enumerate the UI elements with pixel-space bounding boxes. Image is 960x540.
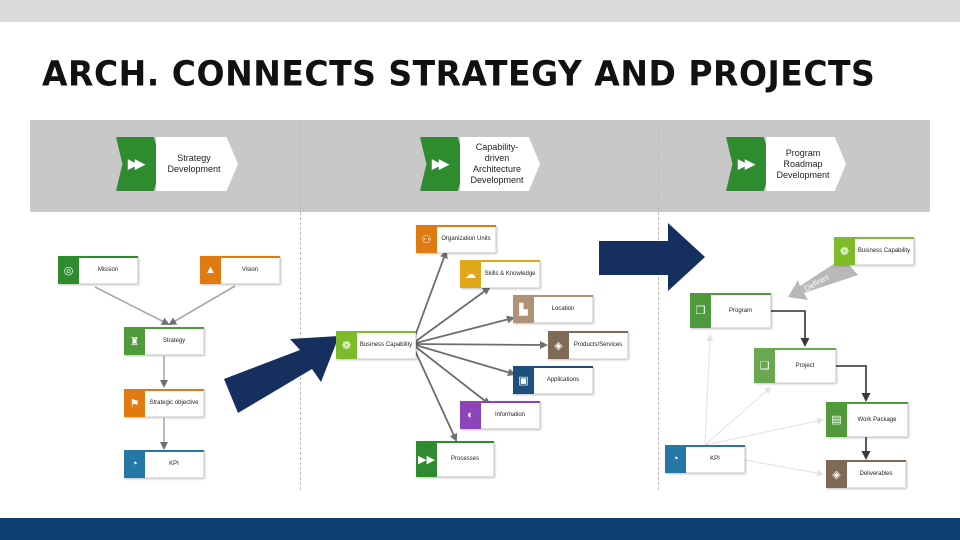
info-icon: ◐ xyxy=(460,401,481,429)
gauge-icon: ◔ xyxy=(124,450,145,478)
connector xyxy=(411,340,548,349)
connector xyxy=(744,459,824,477)
node-skills-knowledge: ☁ Skills & Knowledge xyxy=(460,260,540,288)
connector xyxy=(704,417,824,446)
connector xyxy=(411,286,491,345)
double-chevron-icon: ▶▶ xyxy=(726,137,772,191)
big-arrow-to-program xyxy=(599,223,705,291)
top-bar xyxy=(0,0,960,22)
double-chevron-icon: ▶▶ xyxy=(420,137,466,191)
people-icon: ⚇ xyxy=(416,225,437,253)
node-label: Business Capability xyxy=(359,342,413,348)
node-strategy: ♜ Strategy xyxy=(124,327,204,355)
phase-label-line: Architecture xyxy=(472,164,522,174)
capability-icon: ❁ xyxy=(834,237,855,265)
node-products-services: ◈ Products/Services xyxy=(548,331,628,359)
node-mission: ◎ Mission xyxy=(58,256,138,284)
window-icon: ▣ xyxy=(513,366,534,394)
node-label: Strategy xyxy=(162,338,186,344)
node-applications: ▣ Applications xyxy=(513,366,593,394)
head-icon: ☁ xyxy=(460,260,481,288)
connector xyxy=(836,365,871,402)
phase-architecture-development: ▶▶ Capability-driven Architecture Develo… xyxy=(420,137,540,191)
connector xyxy=(411,343,491,406)
package-icon: ◈ xyxy=(826,460,847,488)
program-connectors xyxy=(771,310,871,460)
connector xyxy=(704,386,772,446)
connector xyxy=(94,286,170,325)
node-label: Organization Units xyxy=(441,236,491,242)
node-work-package: ▤ Work Package xyxy=(826,402,908,437)
building-icon: ▙ xyxy=(513,295,534,323)
node-label: KPI xyxy=(710,456,720,462)
node-program-business-capability: ❁ Business Capability xyxy=(834,237,914,265)
double-chevron-icon: ▶▶ xyxy=(116,137,162,191)
connector xyxy=(411,343,516,377)
phase-label-line: Development xyxy=(470,175,524,185)
connector xyxy=(411,315,515,345)
play-icon: ▶▶ xyxy=(416,441,437,477)
vision-icon: ▲ xyxy=(200,256,221,284)
connector xyxy=(411,343,458,442)
node-processes: ▶▶ Processes xyxy=(416,441,494,477)
node-label: Information xyxy=(494,412,525,418)
kpi-faint-connectors xyxy=(704,334,824,477)
flag-icon: ⚑ xyxy=(124,389,145,417)
target-icon: ◎ xyxy=(58,256,79,284)
phase-label-line: Capability-driven xyxy=(475,142,519,163)
phase-label-line: Strategy xyxy=(177,153,211,163)
phase-label-line: Program xyxy=(785,147,821,158)
column-divider-1 xyxy=(300,122,301,490)
phase-strategy-development: ▶▶ Strategy Development xyxy=(116,137,238,191)
connector xyxy=(771,310,810,347)
node-label: Location xyxy=(551,306,575,312)
clipboard-icon: ▤ xyxy=(826,402,847,437)
capability-icon: ❁ xyxy=(336,331,357,359)
connector xyxy=(168,285,236,326)
node-label: Work Package xyxy=(857,416,897,423)
node-label: Program xyxy=(728,307,752,314)
node-project: ❏ Project xyxy=(754,348,836,383)
node-label: KPI xyxy=(169,461,179,467)
node-program: ❐ Program xyxy=(690,293,771,328)
node-vision: ▲ Vision xyxy=(200,256,280,284)
node-program-kpi: ◔ KPI xyxy=(665,445,745,473)
slide-title: ARCH. CONNECTS STRATEGY AND PROJECTS xyxy=(42,53,876,94)
phase-label-line: Development xyxy=(776,169,830,180)
node-label: Vision xyxy=(241,267,259,273)
footer-bar xyxy=(0,518,960,540)
gauge-icon: ◔ xyxy=(665,445,686,473)
node-information: ◐ Information xyxy=(460,401,540,429)
node-label: Deliverables xyxy=(859,471,893,477)
node-label: Business Capability xyxy=(857,248,911,254)
phase-label-line: Roadmap xyxy=(783,158,823,169)
document-stack-icon: ❐ xyxy=(690,293,711,328)
big-arrow-to-architecture xyxy=(224,336,339,413)
node-kpi: ◔ KPI xyxy=(124,450,204,478)
node-label: Mission xyxy=(97,267,119,273)
connector xyxy=(704,334,714,446)
node-label: Products/Services xyxy=(573,342,623,348)
node-strategic-objective: ⚑ Strategic objective xyxy=(124,389,204,417)
node-organization-units: ⚇ Organization Units xyxy=(416,225,496,253)
column-divider-2 xyxy=(658,122,659,490)
phase-program-roadmap-development: ▶▶ Program Roadmap Development xyxy=(726,137,846,191)
project-icon: ❏ xyxy=(754,348,775,383)
architecture-connectors xyxy=(411,250,548,442)
phase-label-line: Development xyxy=(167,164,221,174)
strategy-connectors xyxy=(94,285,236,450)
node-business-capability: ❁ Business Capability xyxy=(336,331,416,359)
node-deliverables: ◈ Deliverables xyxy=(826,460,906,488)
node-label: Processes xyxy=(450,456,479,462)
node-label: Applications xyxy=(546,377,580,383)
defines-arrow xyxy=(788,258,858,300)
node-label: Project xyxy=(795,362,815,369)
box-icon: ◈ xyxy=(548,331,569,359)
chess-piece-icon: ♜ xyxy=(124,327,145,355)
node-label: Strategic objective xyxy=(149,400,199,406)
node-location: ▙ Location xyxy=(513,295,593,323)
node-label: Skills & Knowledge xyxy=(484,271,536,277)
connector xyxy=(411,250,448,345)
